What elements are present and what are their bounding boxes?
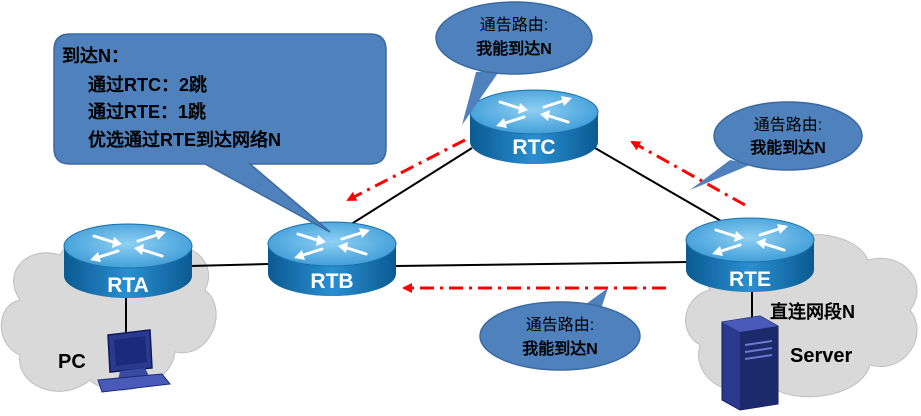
pc: PC <box>58 329 171 393</box>
segment-label: 直连网段N <box>770 301 855 322</box>
advert-arrows <box>346 138 746 293</box>
callout-line-2: 通过RTC：2跳 <box>88 74 207 95</box>
pc-label: PC <box>58 351 86 373</box>
link-rta-rtb <box>189 263 269 267</box>
callout-rtb: 到达N： 通过RTC：2跳 通过RTE：1跳 优选通过RTE到达网络N <box>53 33 387 233</box>
dash-dot-arrow-icon <box>630 140 746 207</box>
advert-bubble-bottom: 通告路由: 我能到达N <box>479 288 641 371</box>
router-rtc: RTC <box>468 88 600 166</box>
server: Server <box>721 315 852 411</box>
advert-right-line-1: 通告路由: <box>754 116 822 134</box>
pc-icon <box>97 329 171 393</box>
router-label-rte: RTE <box>729 268 771 291</box>
router-rtb: RTB <box>266 220 398 298</box>
dash-dot-arrow-icon <box>346 138 466 202</box>
advert-right-line-2: 我能到达N <box>750 138 826 157</box>
router-label-rtc: RTC <box>512 136 555 159</box>
advert-bottom-line-1: 通告路由: <box>526 316 594 334</box>
link-rtb-rte <box>395 261 689 267</box>
advert-bubble-top: 通告路由: 我能到达N <box>435 1 593 125</box>
router-rte: RTE <box>684 216 816 294</box>
router-label-rtb: RTB <box>310 270 353 293</box>
advert-top-line-1: 通告路由: <box>480 16 548 34</box>
server-icon <box>721 315 779 411</box>
callout-line-1: 到达N： <box>62 45 129 66</box>
server-label: Server <box>790 345 852 367</box>
callout-line-3: 通过RTE：1跳 <box>88 101 206 122</box>
links <box>125 147 753 340</box>
advert-bubble-right: 通告路由: 我能到达N <box>690 101 863 190</box>
router-label-rta: RTA <box>107 274 149 297</box>
advert-bottom-line-2: 我能到达N <box>522 339 598 358</box>
link-rtc-rte <box>594 147 741 233</box>
callout-line-4: 优选通过RTE到达网络N <box>88 129 281 150</box>
link-rtb-rtc <box>344 147 473 229</box>
router-rta: RTA <box>62 222 194 300</box>
advert-top-line-2: 我能到达N <box>476 39 552 58</box>
